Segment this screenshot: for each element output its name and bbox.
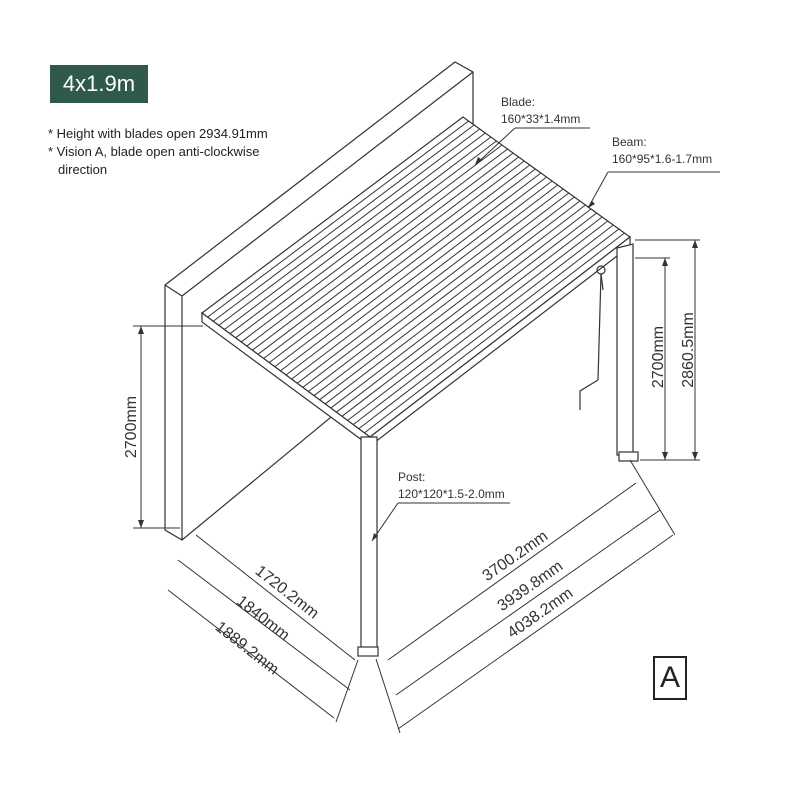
roof-blade — [280, 172, 542, 372]
roof-blade — [341, 216, 603, 417]
roof-blade — [207, 120, 469, 318]
height-left-label: 2700mm — [123, 396, 140, 458]
roof-blade — [313, 196, 575, 397]
post-label-dim: 120*120*1.5-2.0mm — [398, 487, 505, 501]
roof-blade — [358, 228, 620, 430]
roof-blade — [229, 136, 492, 335]
roof-blade — [218, 128, 481, 326]
dimension-lines — [133, 127, 720, 734]
beam-label-dim: 160*95*1.6-1.7mm — [612, 152, 712, 166]
roof-blade — [285, 176, 547, 376]
roof-blade — [364, 232, 625, 434]
post-label-title: Post: — [398, 470, 425, 484]
height-right-inner-label: 2700mm — [650, 326, 667, 388]
note-vision: * Vision A, blade open anti-clockwise — [48, 144, 260, 159]
crank-handle — [579, 265, 606, 410]
roof-blade — [263, 160, 525, 359]
front-post-foot — [357, 646, 379, 657]
roof-blade — [257, 156, 519, 355]
roof-blade — [235, 140, 497, 339]
roof-blade — [319, 200, 581, 401]
front-post — [360, 436, 378, 653]
notes: * Height with blades open 2934.91mm * Vi… — [48, 125, 268, 179]
roof-blade — [291, 180, 553, 380]
roof-blade — [324, 204, 586, 405]
roof-blade — [240, 144, 503, 343]
roof-blade — [274, 168, 536, 368]
roof-blade — [246, 148, 508, 347]
blade-label-title: Blade: — [501, 95, 535, 109]
roof-blade — [268, 164, 531, 363]
model-size-badge: 4x1.9m — [50, 65, 148, 103]
blade-label-dim: 160*33*1.4mm — [501, 112, 580, 126]
height-right-outer-label: 2860.5mm — [680, 312, 697, 388]
roof-blades — [207, 120, 625, 434]
roof-blade — [352, 224, 614, 425]
roof-blade — [296, 184, 558, 384]
roof-blade — [302, 188, 564, 388]
vision-marker: A — [653, 656, 687, 700]
roof — [200, 116, 632, 448]
roof-blade — [224, 132, 486, 330]
note-vision-continued: direction — [58, 162, 108, 177]
roof-blade — [212, 124, 475, 322]
roof-blade — [336, 212, 597, 413]
beam-label-title: Beam: — [612, 135, 647, 149]
roof-blade — [347, 220, 609, 421]
roof-blade — [330, 208, 592, 409]
dimension-ticks — [138, 157, 698, 541]
right-post — [616, 243, 634, 456]
note-height: * Height with blades open 2934.91mm — [48, 126, 268, 141]
right-post-foot — [618, 451, 639, 462]
roof-blade — [252, 152, 514, 351]
roof-blade — [308, 192, 570, 392]
posts — [357, 243, 639, 657]
